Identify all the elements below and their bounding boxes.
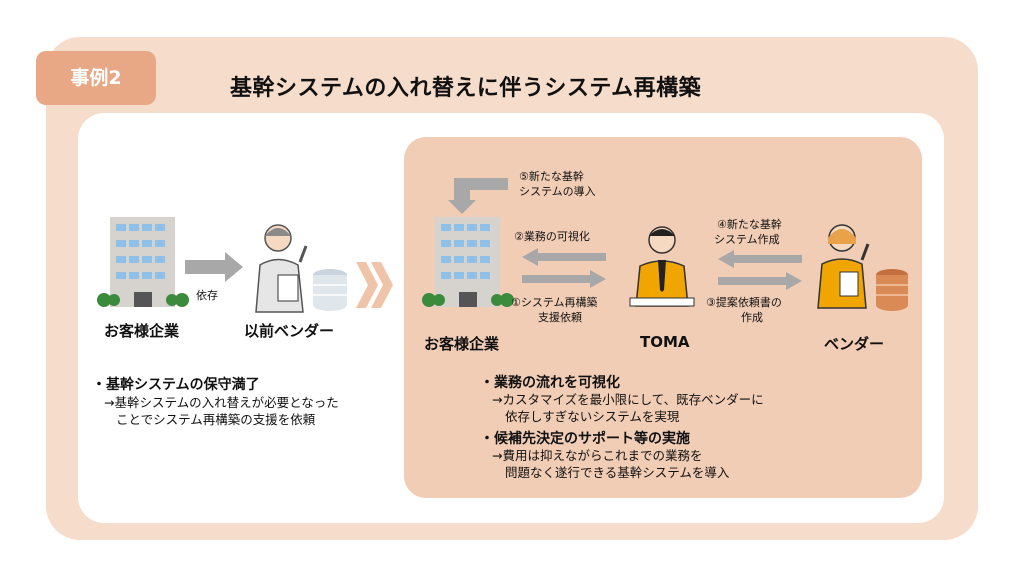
left-client-label: お客様企業 bbox=[104, 322, 180, 340]
step1-line1: ①システム再構築 bbox=[511, 296, 598, 309]
right-bullet2-line1: →費用は抑えながらこれまでの業務を bbox=[492, 448, 703, 463]
case-tag: 事例2 bbox=[36, 51, 156, 105]
step5-line1: ⑤新たな基幹 bbox=[519, 170, 584, 183]
solution-panel bbox=[404, 137, 922, 498]
request-label: 依存 bbox=[196, 289, 218, 302]
step4-line1: ④新たな基幹 bbox=[717, 218, 782, 231]
step4-line2: システム作成 bbox=[714, 233, 780, 246]
toma-person-icon bbox=[629, 226, 695, 307]
right-arrow-icon bbox=[718, 272, 802, 290]
right-bullet1-heading: ・業務の流れを可視化 bbox=[480, 375, 620, 391]
database-icon bbox=[313, 269, 347, 311]
left-arrow-icon bbox=[522, 248, 606, 266]
step3-line1: ③提案依頼書の bbox=[706, 296, 782, 309]
vendor-person-icon bbox=[817, 224, 870, 309]
left-bullet-line1: →基幹システムの入れ替えが必要となった bbox=[104, 395, 339, 410]
left-arrow-icon bbox=[718, 250, 802, 268]
building-icon bbox=[97, 217, 189, 307]
step3-line2: 作成 bbox=[741, 311, 763, 324]
step2-label: ②業務の可視化 bbox=[514, 230, 590, 243]
left-bullet-line2: ことでシステム再構築の支援を依頼 bbox=[116, 412, 316, 427]
step1-line2: 支援依頼 bbox=[538, 311, 582, 324]
building-icon bbox=[422, 217, 514, 307]
toma-label: TOMA bbox=[640, 333, 690, 351]
chevron-right-icon bbox=[356, 262, 393, 308]
left-vendor-label: 以前ベンダー bbox=[244, 322, 335, 340]
right-bullet2-heading: ・候補先決定のサポート等の実施 bbox=[480, 431, 690, 447]
left-bullet-heading: ・基幹システムの保守満了 bbox=[92, 377, 260, 393]
right-vendor-label: ベンダー bbox=[824, 335, 885, 353]
step5-line2: システムの導入 bbox=[519, 185, 596, 198]
page-title: 基幹システムの入れ替えに伴うシステム再構築 bbox=[230, 76, 702, 101]
database-icon bbox=[876, 269, 908, 311]
right-client-label: お客様企業 bbox=[424, 335, 500, 353]
right-bullet1-line2: 依存しすぎないシステムを実現 bbox=[505, 409, 680, 424]
vendor-person-icon bbox=[255, 224, 308, 313]
right-arrow-icon bbox=[522, 270, 606, 288]
right-bullet1-line1: →カスタマイズを最小限にして、既存ベンダーに bbox=[492, 392, 764, 407]
return-arrow-icon bbox=[448, 178, 508, 214]
right-bullet2-line2: 問題なく遂行できる基幹システムを導入 bbox=[505, 465, 730, 480]
request-arrow-icon bbox=[185, 252, 243, 282]
